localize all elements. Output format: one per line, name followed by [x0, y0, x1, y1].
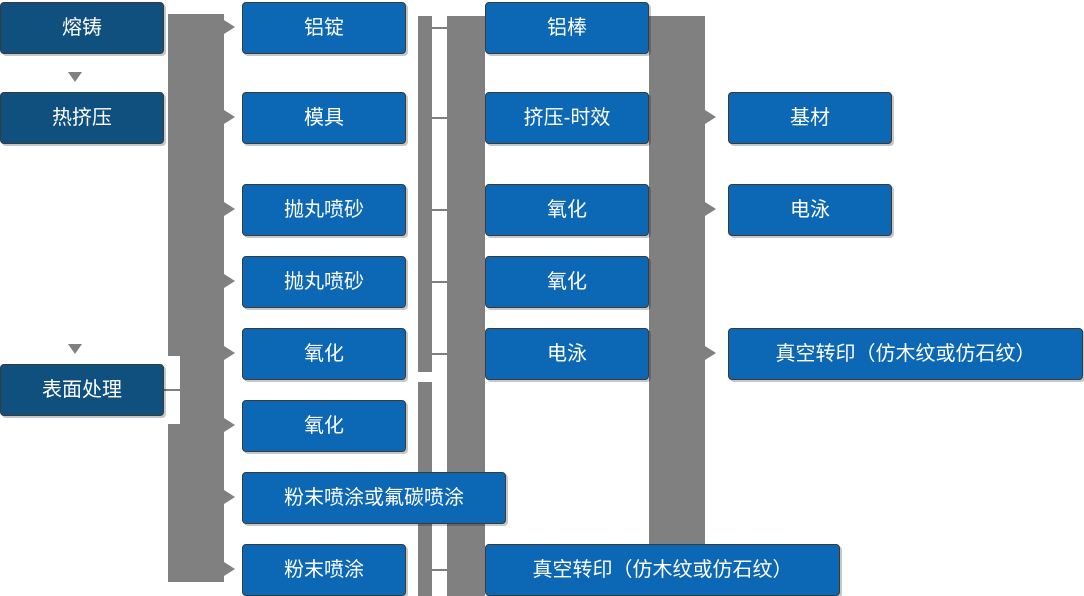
node-label: 氧化: [304, 415, 344, 437]
process-to-treatment-bus-left: [418, 16, 432, 596]
arrow-to-zkzy-mid: [705, 346, 716, 360]
node-label: 氧化: [547, 199, 587, 221]
node-fenmo-huotan-pentu[interactable]: 粉末喷涂或氟碳喷涂: [242, 472, 506, 524]
arrow-to-yanghua2: [224, 418, 235, 432]
node-label: 表面处理: [42, 379, 122, 401]
node-fenmo-pentu[interactable]: 粉末喷涂: [242, 544, 406, 596]
arrow-down-to-biaomian: [68, 344, 82, 354]
arrow-to-dianyong2: [705, 202, 716, 216]
node-rongzhu[interactable]: 熔铸: [0, 2, 164, 54]
node-dianyong-col4[interactable]: 电泳: [728, 184, 892, 236]
node-lubang[interactable]: 铝棒: [485, 2, 649, 54]
node-label: 真空转印（仿木纹或仿石纹）: [775, 343, 1036, 365]
node-jiya-shixiao[interactable]: 挤压-时效: [485, 92, 649, 144]
node-label: 模具: [304, 107, 344, 129]
node-zhenkong-zhuanyin-bottom[interactable]: 真空转印（仿木纹或仿石纹）: [485, 544, 840, 596]
node-ludian[interactable]: 铝锭: [242, 2, 406, 54]
stage-tick-line: [164, 389, 186, 391]
node-label: 抛丸喷砂: [284, 199, 364, 221]
arrow-to-paowan1: [224, 202, 235, 216]
node-label: 抛丸喷砂: [284, 271, 364, 293]
node-label: 粉末喷涂或氟碳喷涂: [284, 487, 464, 509]
node-label: 热挤压: [52, 107, 112, 129]
node-dianyong-col3[interactable]: 电泳: [485, 328, 649, 380]
tick-mark: [430, 27, 450, 29]
node-rejiya[interactable]: 热挤压: [0, 92, 164, 144]
node-yanghua-col2-1[interactable]: 氧化: [242, 328, 406, 380]
arrow-to-jicai: [705, 110, 716, 124]
node-label: 粉末喷涂: [284, 559, 364, 581]
node-zhenkong-zhuanyin-middle[interactable]: 真空转印（仿木纹或仿石纹）: [728, 328, 1083, 380]
node-label: 氧化: [304, 343, 344, 365]
node-label: 熔铸: [62, 17, 102, 39]
node-yanghua-col2-2[interactable]: 氧化: [242, 400, 406, 452]
node-label: 挤压-时效: [523, 107, 611, 129]
node-label: 氧化: [547, 271, 587, 293]
node-label: 铝棒: [547, 17, 587, 39]
node-yanghua-col3-1[interactable]: 氧化: [485, 184, 649, 236]
node-muju[interactable]: 模具: [242, 92, 406, 144]
treatment-to-output-bus: [649, 16, 705, 582]
tick-mark: [430, 569, 450, 571]
node-paowan-penzha-1[interactable]: 抛丸喷砂: [242, 184, 406, 236]
bus-right-notch: [418, 372, 432, 382]
node-label: 铝锭: [304, 17, 344, 39]
node-yanghua-col3-2[interactable]: 氧化: [485, 256, 649, 308]
arrow-to-muju: [224, 110, 235, 124]
node-biaomian-chuli[interactable]: 表面处理: [0, 364, 164, 416]
tick-mark: [430, 353, 450, 355]
node-label: 电泳: [547, 343, 587, 365]
arrow-to-fenmo-futan: [224, 490, 235, 504]
arrow-down-to-rejiya: [68, 72, 82, 82]
arrow-to-yanghua1: [224, 346, 235, 360]
arrow-to-paowan2: [224, 274, 235, 288]
tick-mark: [430, 209, 450, 211]
node-label: 电泳: [790, 199, 830, 221]
tick-mark: [430, 117, 450, 119]
node-label: 基材: [790, 107, 830, 129]
arrow-to-fenmo: [224, 562, 235, 576]
node-label: 真空转印（仿木纹或仿石纹）: [532, 559, 793, 581]
stage-to-process-bus: [168, 14, 224, 582]
tick-mark: [430, 281, 450, 283]
node-jicai[interactable]: 基材: [728, 92, 892, 144]
node-paowan-penzha-2[interactable]: 抛丸喷砂: [242, 256, 406, 308]
arrow-to-ludian: [224, 20, 235, 34]
